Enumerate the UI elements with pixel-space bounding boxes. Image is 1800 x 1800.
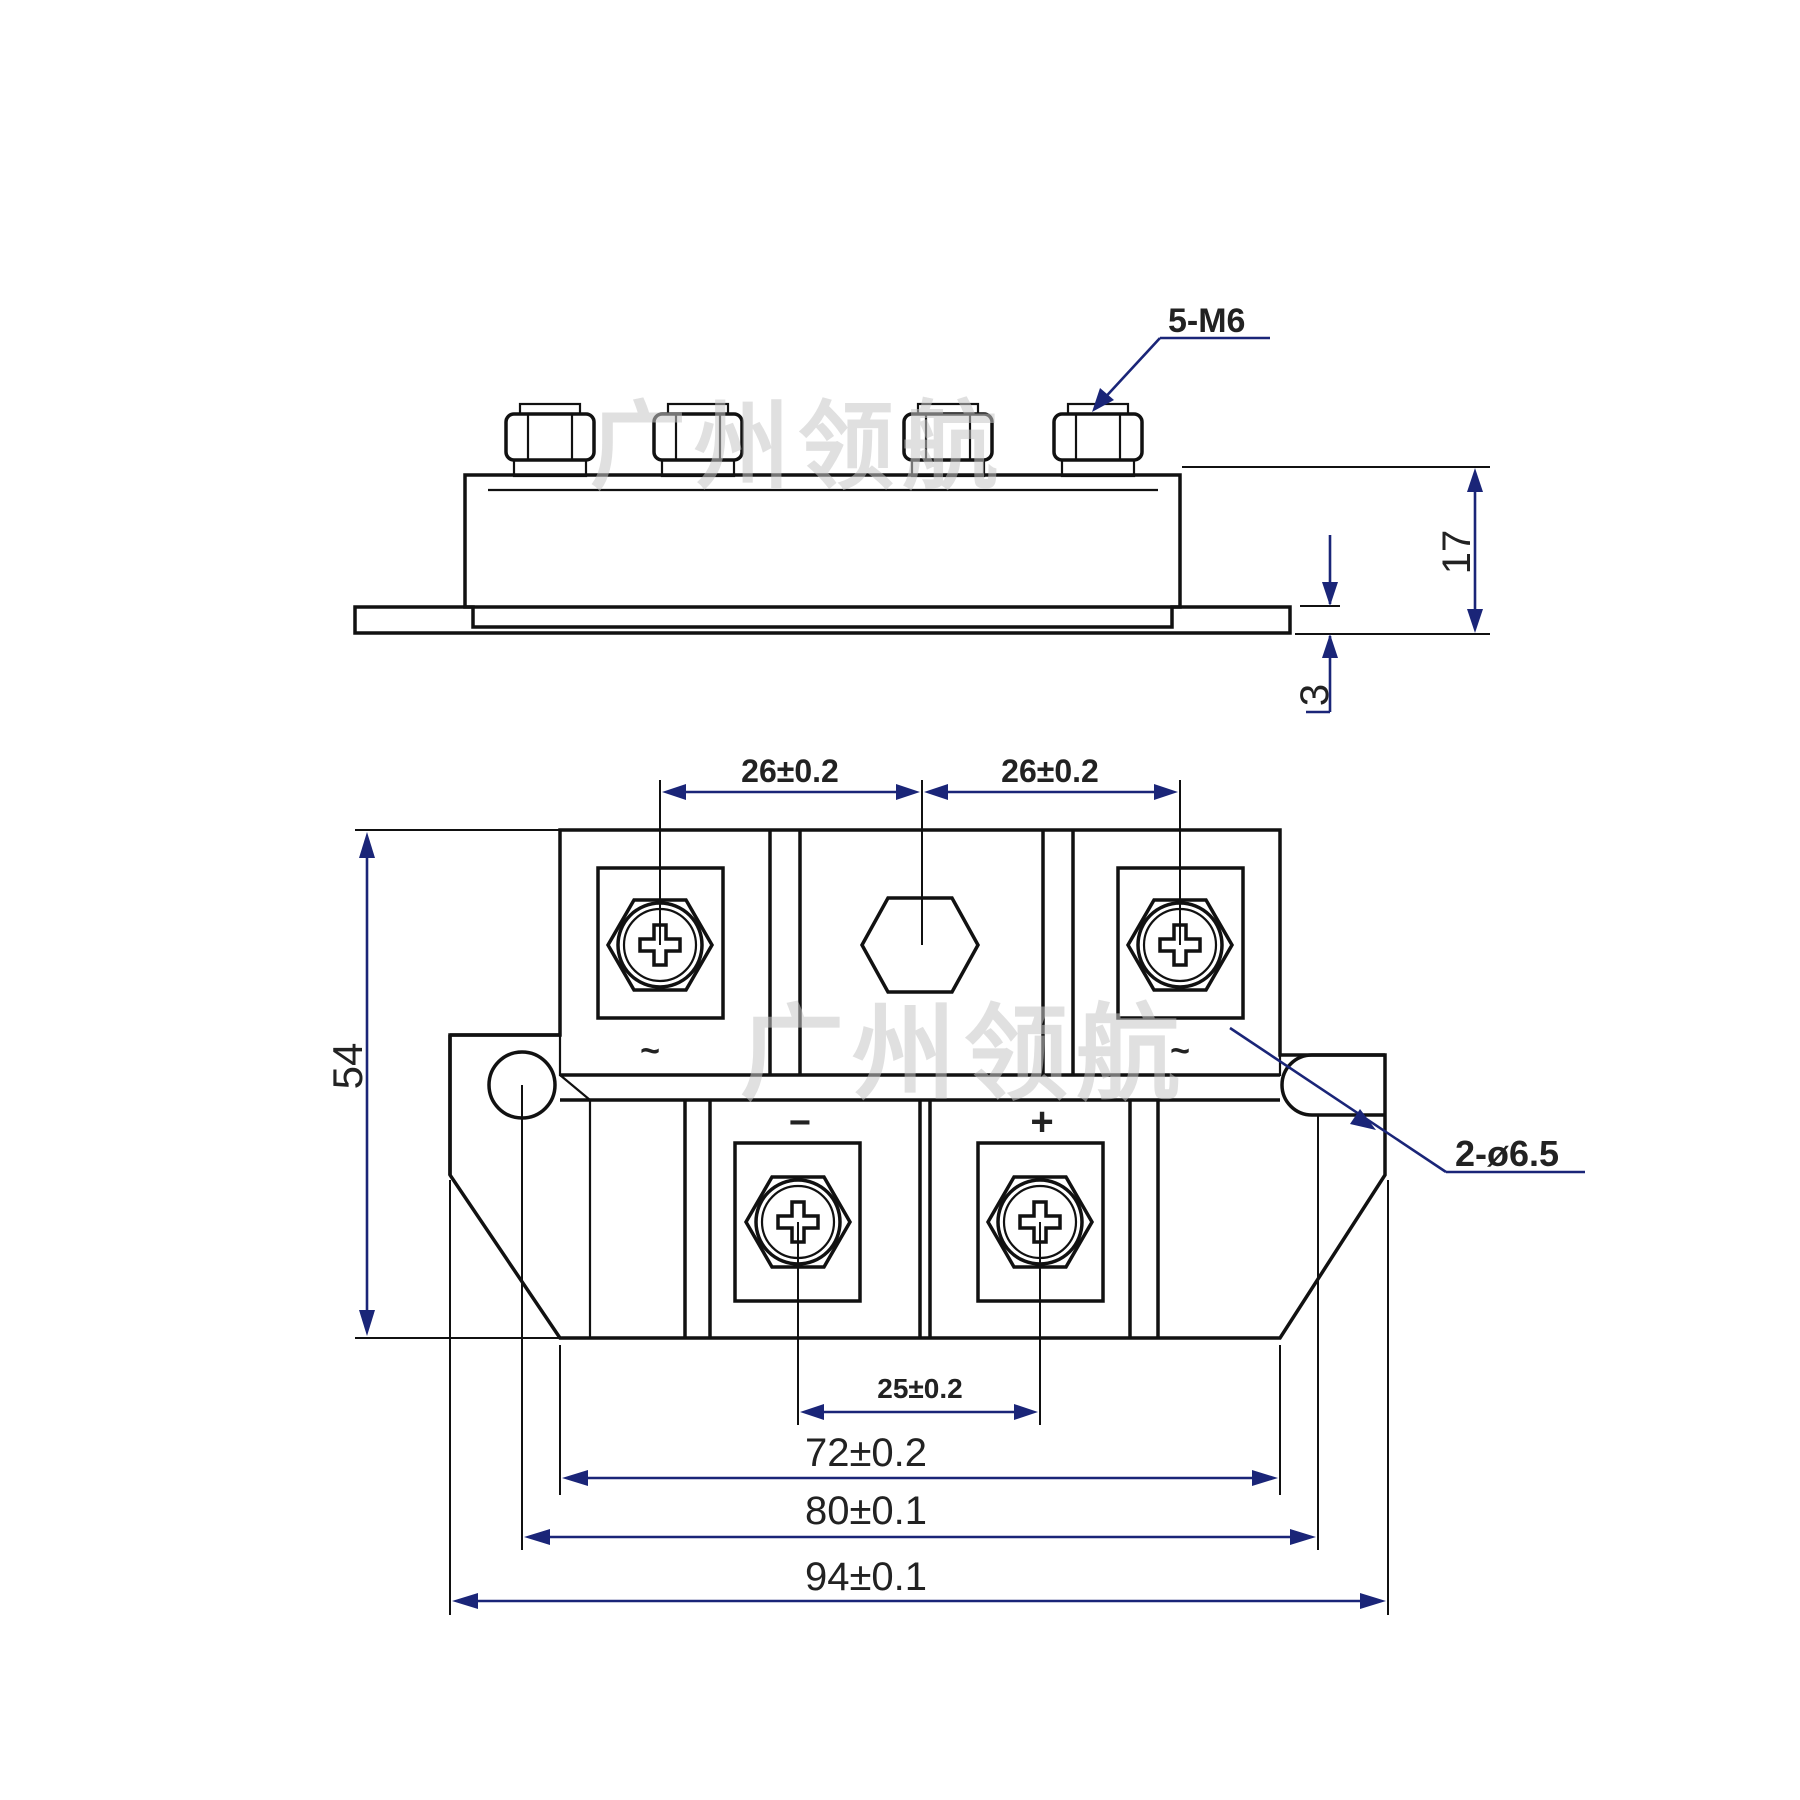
thread-callout-label: 5-M6 <box>1168 302 1245 340</box>
body-width-label: 72±0.2 <box>805 1431 927 1475</box>
hole-callout: 2-ø6.5 <box>1229 1026 1585 1174</box>
mounting-slot-right <box>1280 1053 1385 1117</box>
body-width-dimension: 72±0.2 <box>559 1345 1281 1495</box>
height-dimension-17: 17 <box>1182 466 1490 635</box>
height-dim-17-label: 17 <box>1435 530 1479 575</box>
base-dim-3-label: 3 <box>1293 684 1337 706</box>
hole-callout-label: 2-ø6.5 <box>1455 1133 1559 1174</box>
overall-width-dimension: 94±0.1 <box>449 1180 1389 1615</box>
base-dimension-3: 3 <box>1293 535 1340 714</box>
watermark-1: 广州领航 <box>590 390 1006 503</box>
hole-spacing-label: 80±0.1 <box>805 1489 927 1533</box>
height-dimension-54: 54 <box>324 829 560 1339</box>
watermark-2: 广州领航 <box>740 992 1188 1115</box>
pitch-right-label: 26±0.2 <box>1001 753 1099 789</box>
terminal-label-ac-left: ~ <box>640 1032 660 1070</box>
side-base-flange <box>353 605 1292 635</box>
height-dim-54-label: 54 <box>324 1043 371 1090</box>
terminal-label-negative: − <box>789 1102 811 1144</box>
side-view: 5-M6 17 3 <box>353 302 1490 714</box>
thread-callout: 5-M6 <box>1092 302 1270 412</box>
side-module-body <box>463 473 1182 629</box>
terminal-label-positive: + <box>1030 1100 1053 1144</box>
pitch-left-label: 26±0.2 <box>741 753 839 789</box>
terminal-pitch-dimension: 25±0.2 <box>797 1222 1041 1425</box>
overall-width-label: 94±0.1 <box>805 1555 927 1599</box>
top-view: ~ ~ − + 26±0.2 26±0.2 54 <box>324 753 1585 1615</box>
terminal-pitch-label: 25±0.2 <box>877 1373 962 1404</box>
side-bolt-4 <box>1052 402 1144 478</box>
hole-spacing-dimension: 80±0.1 <box>521 1085 1319 1550</box>
pitch-dimensions-top: 26±0.2 26±0.2 <box>659 753 1181 945</box>
terminal-label-ac-right: ~ <box>1170 1032 1190 1070</box>
center-hex-nut <box>860 896 980 994</box>
side-bolt-1 <box>504 402 596 478</box>
